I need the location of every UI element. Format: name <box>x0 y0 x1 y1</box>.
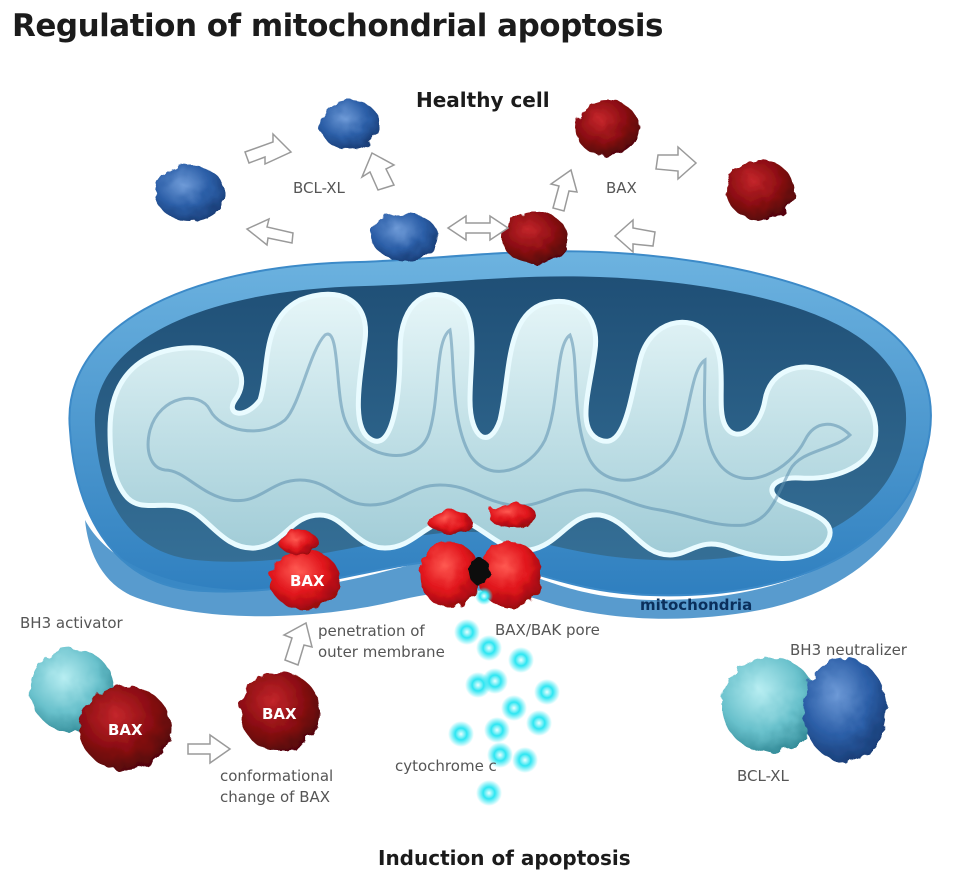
cytochrome-c-molecules <box>448 587 560 806</box>
bcl-xl-protein <box>320 100 380 150</box>
label-bax-bak-pore: BAX/BAK pore <box>495 621 600 639</box>
arrow-icon <box>282 621 314 666</box>
cristae-inner <box>146 327 853 527</box>
label-conformational-line1: conformational <box>220 767 334 785</box>
page-title: Regulation of mitochondrial apoptosis <box>12 8 663 44</box>
bax-protein <box>726 160 794 220</box>
section-healthy-cell: Healthy cell <box>416 88 550 112</box>
bh3-activator-complex <box>30 648 171 770</box>
bax-protein <box>575 100 639 156</box>
label-bax-activator-complex: BAX <box>108 721 143 739</box>
label-penetration-line2: outer membrane <box>318 643 445 661</box>
label-bax-top: BAX <box>606 179 637 197</box>
bcl-xl-protein <box>372 213 438 261</box>
label-bh3-neutralizer: BH3 neutralizer <box>790 641 907 659</box>
label-bax-conformational: BAX <box>262 705 297 723</box>
bax-protein <box>502 212 568 264</box>
label-bh3-activator: BH3 activator <box>20 614 123 632</box>
label-penetration-line1: penetration of <box>318 622 425 640</box>
bax-bak-pore <box>420 503 542 608</box>
label-bcl-xl-bottom: BCL-XL <box>737 767 789 785</box>
label-bax-membrane: BAX <box>290 572 325 590</box>
label-conformational-line2: change of BAX <box>220 788 331 806</box>
label-bcl-xl-top: BCL-XL <box>293 179 345 197</box>
arrow-icon <box>187 733 232 765</box>
bcl-xl-protein <box>155 165 225 221</box>
membrane-bax-protein <box>270 530 340 610</box>
healthy-cell-group <box>155 100 794 264</box>
bh3-neutralizer-complex <box>722 657 887 762</box>
label-mitochondria: mitochondria <box>640 596 753 614</box>
conformational-bax-protein <box>240 672 320 752</box>
arrow-icon <box>244 132 698 254</box>
label-cytochrome-c: cytochrome c <box>395 757 497 775</box>
mitochondrion <box>68 250 932 619</box>
section-induction-of-apoptosis: Induction of apoptosis <box>378 846 631 870</box>
